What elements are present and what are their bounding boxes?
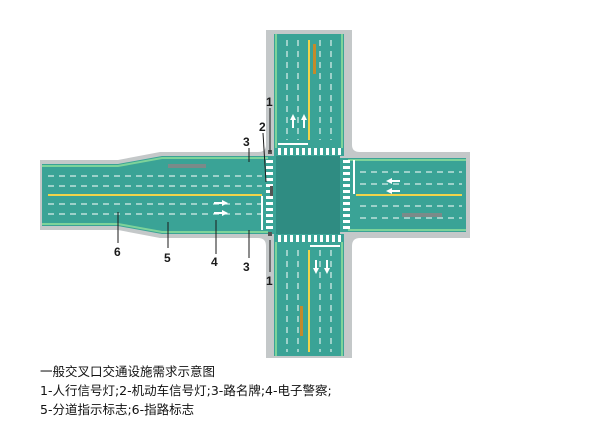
callout-2: 2 xyxy=(259,120,266,134)
roadside-signs xyxy=(168,44,442,336)
intersection-core xyxy=(276,156,340,234)
caption-legend-line1: 1-人行信号灯;2-机动车信号灯;3-路名牌;4-电子警察; xyxy=(40,383,332,398)
road-edge-lines xyxy=(42,34,466,356)
callout-4: 4 xyxy=(211,255,218,269)
stop-lines xyxy=(261,143,355,247)
caption-title: 一般交叉口交通设施需求示意图 xyxy=(40,364,216,379)
crosswalk-north xyxy=(278,148,341,155)
crosswalk-west xyxy=(266,160,273,229)
diagram-caption: 一般交叉口交通设施需求示意图 1-人行信号灯;2-机动车信号灯;3-路名牌;4-… xyxy=(40,362,600,419)
lane-lines-ew xyxy=(48,171,462,219)
caption-legend-line2: 5-分道指示标志;6-指路标志 xyxy=(40,402,195,417)
crosswalk-east xyxy=(343,160,350,229)
callout-3-bottom: 3 xyxy=(243,260,250,274)
lane-lines-ns xyxy=(286,40,332,352)
callout-5: 5 xyxy=(164,251,171,265)
callout-1-top: 1 xyxy=(266,95,273,109)
callout-1-bottom: 1 xyxy=(266,274,273,288)
callout-6: 6 xyxy=(114,245,121,259)
crosswalk-south xyxy=(278,235,341,242)
callout-leaders xyxy=(117,108,271,272)
lane-arrows xyxy=(214,114,400,274)
callout-3-top: 3 xyxy=(243,135,250,149)
